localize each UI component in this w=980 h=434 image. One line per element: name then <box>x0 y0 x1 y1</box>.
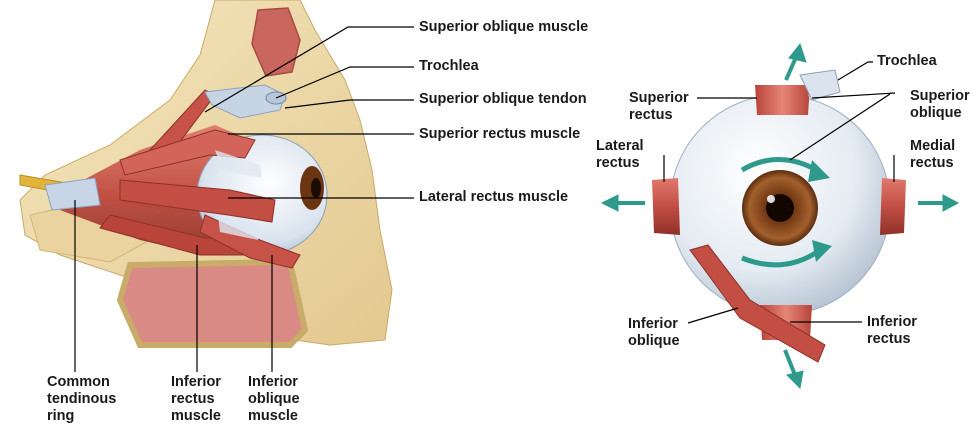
lateral-rectus-shape <box>119 179 276 223</box>
lateral-view-illustration <box>19 0 393 348</box>
label-superior-oblique-tendon: Superior oblique tendon <box>419 91 587 107</box>
lateral-rectus-front <box>652 178 680 235</box>
superior-rectus-shape <box>119 129 256 176</box>
label-trochlea-right: Trochlea <box>877 53 937 69</box>
label-inferior-oblique-muscle: Inferior oblique muscle <box>248 374 300 425</box>
rotation-arrow-lower <box>741 247 822 268</box>
label-inferior-oblique: Inferior oblique <box>628 316 680 350</box>
label-line: Superior <box>629 90 689 106</box>
label-superior-rectus-muscle: Superior rectus muscle <box>419 126 581 142</box>
leader-trochlea-left <box>275 66 414 99</box>
leader-superior-oblique-b <box>789 93 891 161</box>
label-line: oblique <box>248 391 300 407</box>
medial-rectus-front <box>880 178 906 235</box>
arrow-up-head <box>788 42 807 63</box>
label-line: oblique <box>628 333 680 349</box>
maxillary-sinus <box>116 258 309 348</box>
frontal-sinus <box>251 7 301 77</box>
label-superior-rectus: Superior rectus <box>629 90 689 124</box>
label-line: rectus <box>596 155 640 171</box>
label-medial-rectus: Medial rectus <box>910 138 955 172</box>
rotation-arrow-upper-head <box>808 160 830 182</box>
arrow-left-head <box>600 194 619 212</box>
label-line: muscle <box>248 408 298 424</box>
label-line: rectus <box>867 331 911 347</box>
left-leader-lines <box>74 26 414 372</box>
common-tendinous-ring-shape <box>44 177 101 211</box>
label-common-tendinous-ring: Common tendinous ring <box>47 374 116 425</box>
label-inferior-rectus: Inferior rectus <box>867 314 917 348</box>
leader-superior-oblique-a <box>811 92 896 99</box>
trochlea-front <box>799 69 841 101</box>
anterior-view-illustration <box>600 42 960 390</box>
label-line: Lateral <box>596 138 644 154</box>
label-superior-oblique-muscle: Superior oblique muscle <box>419 19 589 35</box>
label-lateral-rectus: Lateral rectus <box>596 138 644 172</box>
leader-trochlea-right <box>837 61 873 81</box>
arrow-right-head <box>942 194 960 212</box>
label-line: Inferior <box>628 316 678 332</box>
label-line: Medial <box>910 138 956 154</box>
inferior-oblique-front <box>689 244 826 363</box>
label-line: Inferior <box>248 374 298 390</box>
label-line: Common <box>47 374 110 390</box>
label-line: tendinous <box>47 391 117 407</box>
leader-superior-oblique-muscle <box>204 26 414 113</box>
leader-inferior-oblique <box>687 307 739 324</box>
label-line: rectus <box>171 391 215 407</box>
label-line: rectus <box>629 107 673 123</box>
pupil-highlight <box>767 195 775 203</box>
label-trochlea-left: Trochlea <box>419 58 479 74</box>
label-line: Superior <box>910 88 970 104</box>
label-line: ring <box>47 408 75 424</box>
label-superior-oblique: Superior oblique <box>910 88 970 122</box>
direction-arrows <box>600 42 960 390</box>
label-line: rectus <box>910 155 954 171</box>
tendon-insertions <box>215 150 262 240</box>
pupil-side <box>311 178 321 198</box>
label-line: oblique <box>910 105 962 121</box>
right-leader-lines <box>663 61 896 324</box>
label-inferior-rectus-muscle: Inferior rectus muscle <box>171 374 221 425</box>
superior-rectus-front <box>755 85 810 115</box>
superior-oblique-tendon-shape <box>204 84 286 119</box>
label-line: muscle <box>171 408 221 424</box>
leader-superior-oblique-tendon <box>284 99 414 109</box>
label-line: Inferior <box>867 314 917 330</box>
rotation-arrow-lower-head <box>812 240 832 262</box>
label-line: Inferior <box>171 374 221 390</box>
arrow-down-shaft <box>783 349 797 376</box>
arrow-down-head <box>786 370 804 390</box>
label-lateral-rectus-muscle: Lateral rectus muscle <box>419 189 569 205</box>
